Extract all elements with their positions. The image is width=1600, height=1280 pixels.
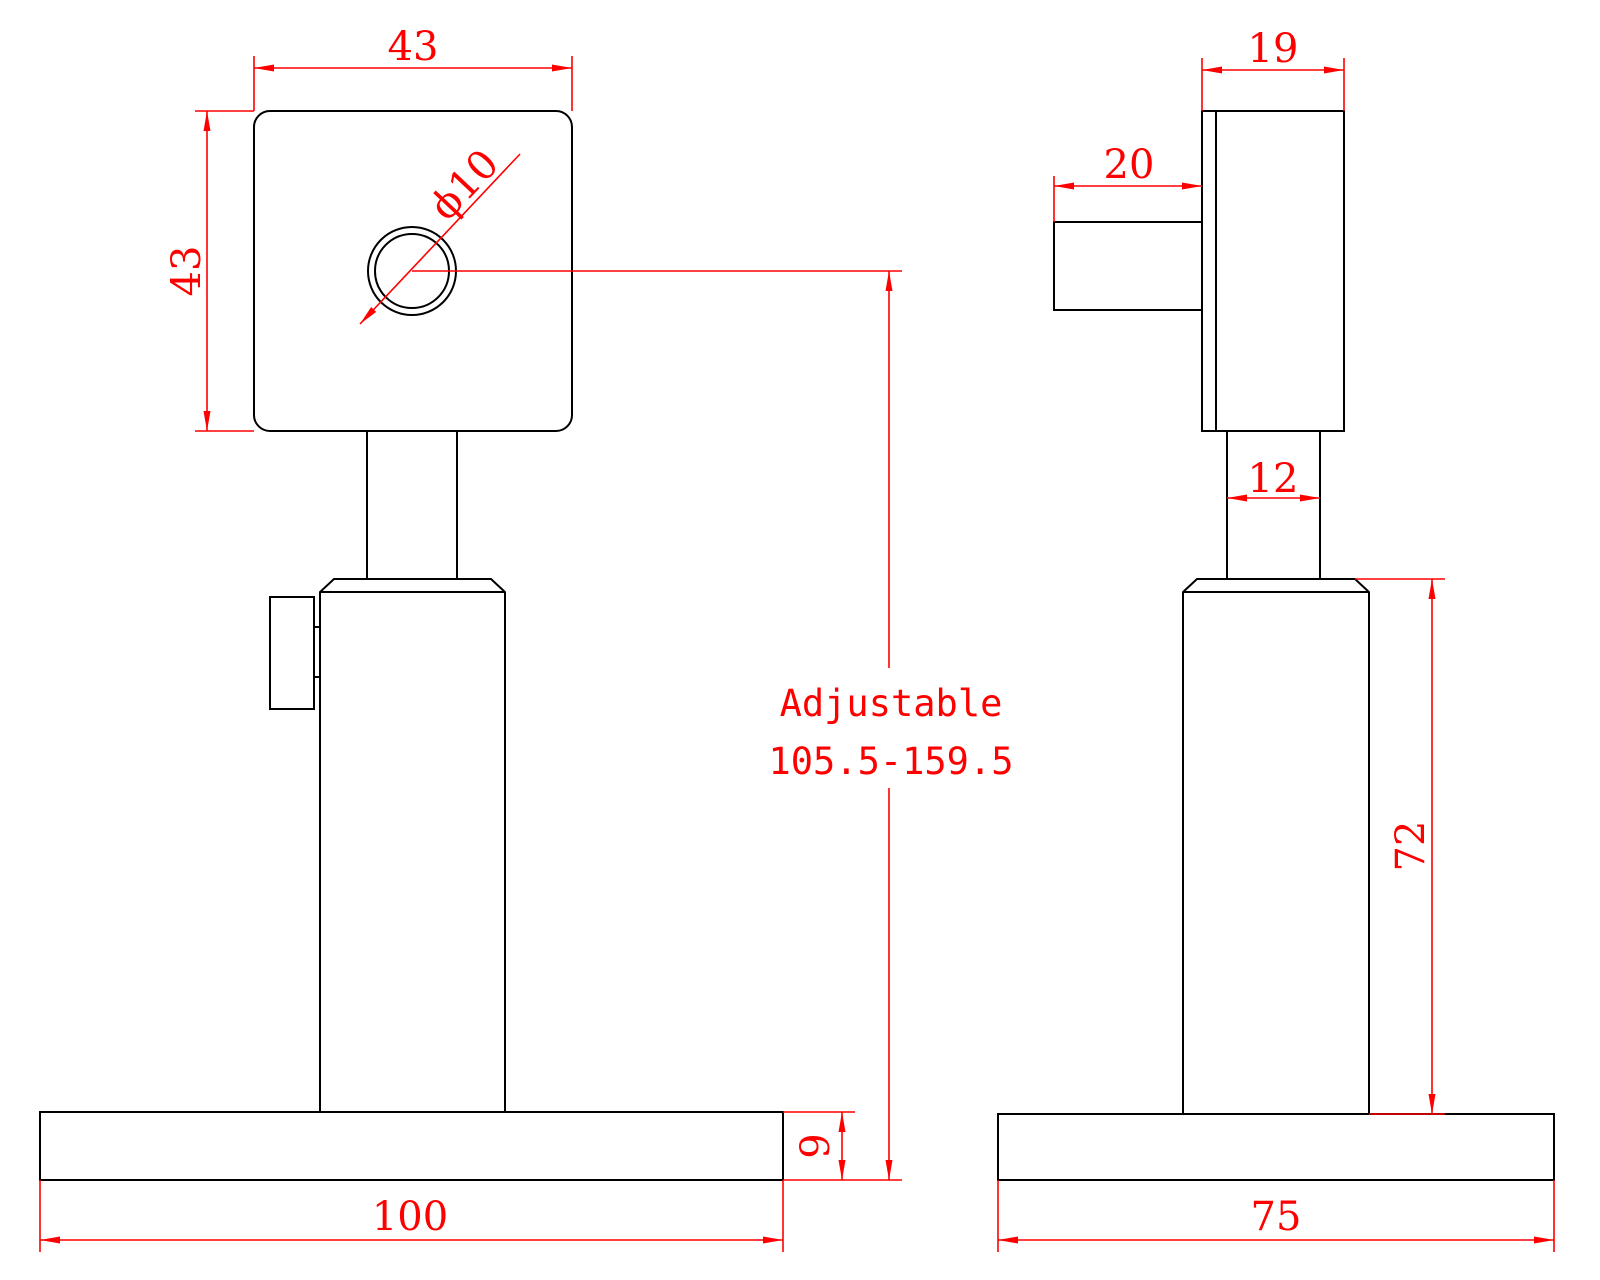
base-front [39, 1111, 784, 1181]
dim-hole-diameter-label: ϕ10 [421, 141, 508, 229]
dim-base-length-label: 100 [372, 1194, 448, 1240]
adjustable-height-note-line2: 105.5-159.5 [768, 740, 1013, 783]
adjustable-height-note-line1: Adjustable [780, 682, 1003, 725]
dim-head-height-label: 43 [164, 246, 210, 297]
lens-tube-side [1053, 221, 1203, 311]
front-view [39, 110, 784, 1181]
mount-head-side [1201, 110, 1345, 432]
dim-lens-tube-length-label: 20 [1104, 142, 1155, 188]
dim-base-thickness-label: 9 [793, 1133, 839, 1158]
post-holder-front [319, 578, 506, 1112]
dim-hole-diameter-leader [359, 153, 521, 325]
post-holder-side [1182, 578, 1370, 1114]
dim-post-holder-height-label: 72 [1388, 821, 1434, 872]
post-front [366, 430, 458, 580]
dim-head-width-label: 43 [388, 24, 439, 70]
post-side [1226, 430, 1321, 580]
dim-post-diameter-label: 12 [1248, 456, 1299, 502]
base-side [997, 1113, 1555, 1181]
side-view [997, 110, 1555, 1181]
thumbscrew-shaft [313, 626, 321, 678]
dim-head-depth-label: 19 [1248, 26, 1299, 72]
dim-base-width-label: 75 [1251, 1194, 1302, 1240]
thumbscrew [269, 596, 315, 710]
side-view-dimensions: 19 20 12 72 75 [997, 26, 1555, 1252]
front-view-dimensions: 43 43 ϕ10 Adjustable 105.5-159.5 9 100 [39, 24, 1030, 1252]
